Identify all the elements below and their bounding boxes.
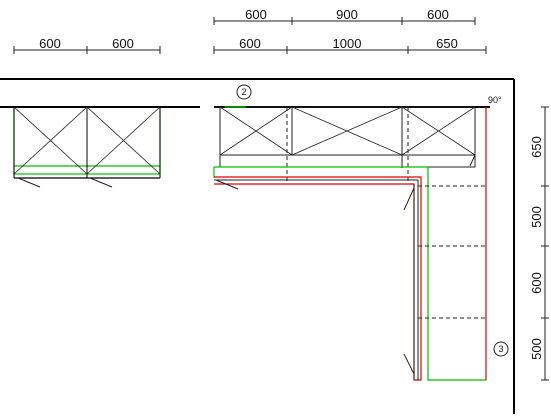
dimension-labels-top: 600 900 600 600 600 600 1000 650 (39, 7, 458, 51)
marker-3-label: 3 (498, 344, 503, 354)
angle-label: 90° (488, 95, 502, 105)
dim-label-side-1: 650 (529, 136, 544, 158)
dim-label-right-1: 600 (239, 36, 261, 51)
dimension-lines-top (13, 17, 487, 54)
dim-label-right-2: 1000 (333, 36, 362, 51)
position-marker-2: 2 (236, 84, 252, 100)
base-cabinets-l-shape (213, 107, 487, 381)
dim-label-top-3: 600 (427, 7, 449, 22)
left-wall-cabinets (0, 106, 200, 188)
dim-label-top-2: 900 (336, 7, 358, 22)
dim-label-left-2: 600 (112, 36, 134, 51)
dim-label-left-1: 600 (39, 36, 61, 51)
dim-label-top-1: 600 (245, 7, 267, 22)
marker-2-label: 2 (241, 87, 246, 97)
right-wall-cabinets (214, 106, 490, 184)
walls (0, 78, 515, 414)
dim-label-side-4: 500 (529, 338, 544, 360)
dimension-labels-right: 650 500 600 500 (529, 136, 544, 360)
position-marker-3: 3 (493, 341, 509, 357)
dimension-lines-right (541, 106, 549, 381)
dim-label-side-2: 500 (529, 206, 544, 228)
dim-label-side-3: 600 (529, 272, 544, 294)
dim-label-right-3: 650 (436, 36, 458, 51)
